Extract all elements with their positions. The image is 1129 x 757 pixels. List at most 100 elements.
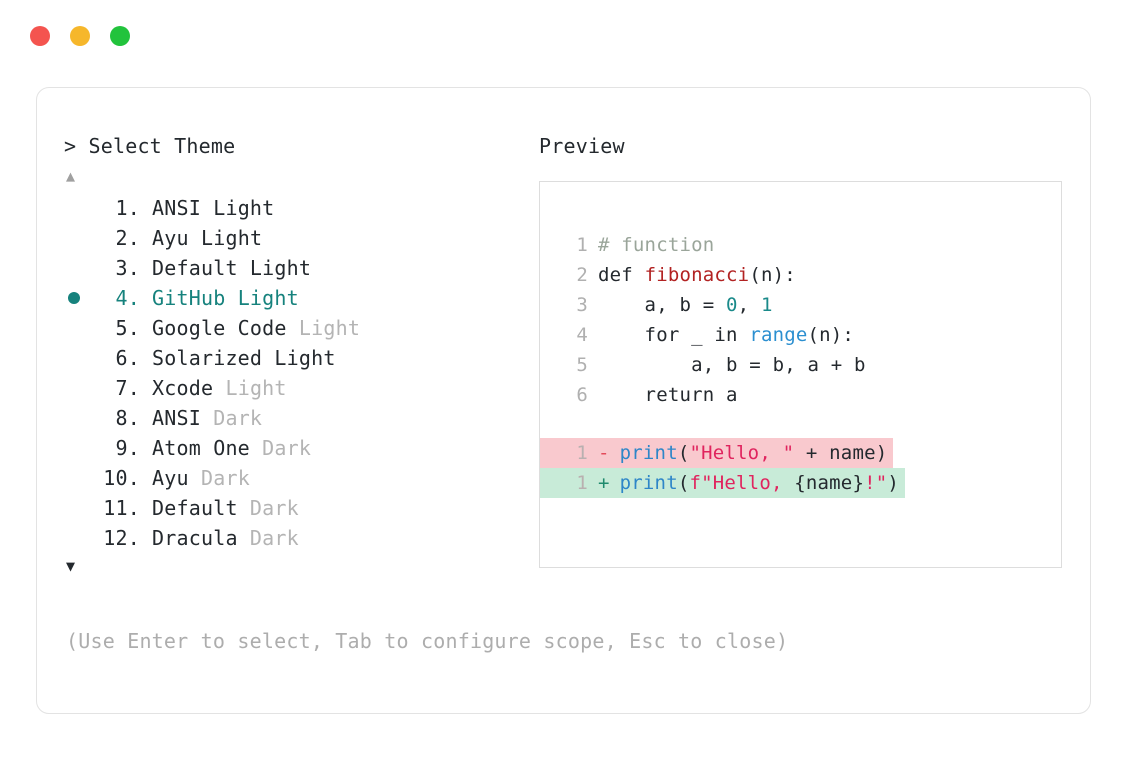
scroll-up-indicator-icon[interactable]: ▲ <box>66 167 76 185</box>
code-line: 5 a, b = b, a + b <box>540 350 1061 380</box>
code-token: return a <box>598 384 738 406</box>
theme-item-number: 3. <box>103 256 140 280</box>
theme-item-number: 10. <box>103 466 140 490</box>
code-text: for _ in range(n): <box>588 320 854 350</box>
theme-list-item[interactable]: 6.Solarized Light <box>64 343 534 373</box>
line-number: 2 <box>576 264 588 286</box>
theme-item-name: Default <box>152 496 238 520</box>
code-token: !" <box>864 472 888 494</box>
theme-list-item[interactable]: 1.ANSI Light <box>64 193 534 223</box>
code-token: (n): <box>807 324 855 346</box>
theme-item-number: 12. <box>103 526 140 550</box>
code-text: # function <box>588 230 714 260</box>
theme-item-number: 5. <box>103 316 140 340</box>
theme-item-variant: Light <box>213 376 287 400</box>
theme-item-variant: Dark <box>249 436 312 460</box>
theme-item-name: Dracula <box>152 526 238 550</box>
theme-list-item[interactable]: 8. ANSI Dark <box>64 403 534 433</box>
code-token: , <box>737 294 761 316</box>
theme-item-variant: Light <box>225 286 299 310</box>
code-token: + name) <box>794 442 888 464</box>
code-token: print <box>619 472 678 494</box>
line-number: 1 <box>576 234 588 256</box>
code-spacer <box>540 410 1061 438</box>
code-token: (n): <box>749 264 796 286</box>
theme-item-variant: Dark <box>237 496 299 520</box>
window-close-button[interactable] <box>30 26 50 46</box>
window-maximize-button[interactable] <box>110 26 130 46</box>
theme-item-number: 4. <box>103 286 140 310</box>
code-text: print("Hello, " + name) <box>610 438 894 468</box>
theme-prompt-label: > Select Theme <box>64 134 236 158</box>
theme-item-number: 9. <box>103 436 140 460</box>
theme-list-item[interactable]: 12. Dracula Dark <box>64 523 534 553</box>
theme-item-variant: Light <box>237 256 312 280</box>
selection-bullet-slot <box>64 373 96 403</box>
theme-item-number: 8. <box>103 406 140 430</box>
theme-item-variant: Dark <box>188 466 250 490</box>
theme-item-variant: Dark <box>237 526 299 550</box>
diff-sample: 1-print("Hello, " + name)1+print(f"Hello… <box>540 438 1061 498</box>
theme-item-number: 6. <box>103 346 140 370</box>
selection-bullet-slot <box>64 463 96 493</box>
theme-item-variant: Dark <box>200 406 263 430</box>
code-token: 1 <box>760 294 773 316</box>
code-token: ) <box>887 472 900 494</box>
code-text: return a <box>588 380 738 410</box>
theme-list-item[interactable]: 2.Ayu Light <box>64 223 534 253</box>
code-token: "Hello, " <box>689 442 795 464</box>
code-token: range <box>749 324 808 346</box>
theme-item-name: ANSI <box>152 196 201 220</box>
code-token: 0 <box>726 294 738 316</box>
selection-bullet-slot <box>64 403 96 433</box>
selection-bullet-slot <box>64 493 96 523</box>
theme-list-item[interactable]: 3.Default Light <box>64 253 534 283</box>
code-token: ( <box>677 442 690 464</box>
theme-item-number: 2. <box>103 226 140 250</box>
code-token: print <box>619 442 678 464</box>
code-token: {name} <box>794 472 865 494</box>
code-token: # function <box>598 234 715 256</box>
theme-list-item[interactable]: 9. Atom One Dark <box>64 433 534 463</box>
diff-added-line: 1+print(f"Hello, {name}!") <box>540 468 906 498</box>
code-text: a, b = b, a + b <box>588 350 866 380</box>
diff-removed-line: 1-print("Hello, " + name) <box>540 438 894 468</box>
theme-list-item[interactable]: 11.Default Dark <box>64 493 534 523</box>
code-line: 6 return a <box>540 380 1061 410</box>
code-text: a, b = 0, 1 <box>588 290 773 320</box>
theme-item-name: Solarized <box>152 346 263 370</box>
theme-list[interactable]: 1.ANSI Light 2.Ayu Light 3.Default Light… <box>64 193 534 553</box>
code-line: 1 # function <box>540 230 1061 260</box>
code-line: 3 a, b = 0, 1 <box>540 290 1061 320</box>
diff-sign: - <box>598 442 610 464</box>
code-line: 4 for _ in range(n): <box>540 320 1061 350</box>
theme-list-item[interactable]: 4. GitHub Light <box>64 283 534 313</box>
theme-picker-card: > Select Theme ▲ 1.ANSI Light 2.Ayu Ligh… <box>36 87 1091 714</box>
code-text: print(f"Hello, {name}!") <box>610 468 905 498</box>
theme-item-variant: Light <box>188 226 263 250</box>
code-token: f"Hello, <box>689 472 795 494</box>
window-titlebar <box>30 26 130 46</box>
scroll-down-indicator-icon[interactable]: ▼ <box>66 557 76 575</box>
preview-label: Preview <box>539 134 625 158</box>
selection-bullet-slot <box>64 193 96 223</box>
code-token: ( <box>677 472 690 494</box>
theme-list-item[interactable]: 5.Google Code Light <box>64 313 534 343</box>
theme-item-name: Ayu <box>152 466 189 490</box>
theme-item-name: Atom One <box>152 436 250 460</box>
selection-bullet-slot <box>64 343 96 373</box>
theme-list-item[interactable]: 7.Xcode Light <box>64 373 534 403</box>
line-number: 4 <box>576 324 588 346</box>
selection-bullet-slot <box>64 223 96 253</box>
code-token: for _ in <box>598 324 750 346</box>
theme-item-name: GitHub <box>152 286 226 310</box>
theme-list-item[interactable]: 10. Ayu Dark <box>64 463 534 493</box>
theme-item-variant: Light <box>200 196 275 220</box>
window-minimize-button[interactable] <box>70 26 90 46</box>
theme-item-name: ANSI <box>152 406 201 430</box>
theme-item-name: Xcode <box>152 376 214 400</box>
